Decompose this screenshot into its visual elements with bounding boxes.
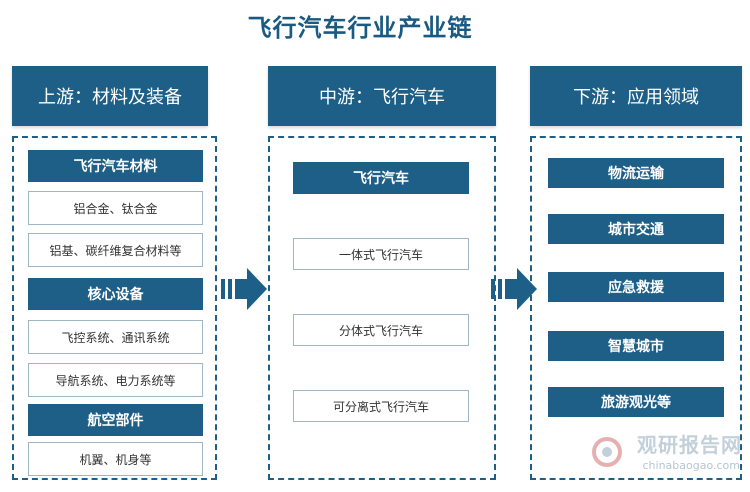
upstream-header: 上游：材料及装备 (12, 66, 208, 126)
category-materials: 飞行汽车材料 (28, 150, 203, 182)
watermark-url: chinabaogao.com (642, 459, 741, 472)
category-flying-car: 飞行汽车 (293, 162, 469, 194)
item-integrated-flying-car: 一体式飞行汽车 (293, 238, 469, 270)
downstream-panel (530, 136, 742, 480)
application-tourism: 旅游观光等 (548, 387, 724, 417)
flow-arrow-icon (491, 268, 537, 310)
application-emergency-rescue: 应急救援 (548, 272, 724, 302)
category-aviation-parts: 航空部件 (28, 404, 203, 436)
midstream-header: 中游：飞行汽车 (268, 66, 496, 126)
item-detachable-flying-car: 可分离式飞行汽车 (293, 390, 469, 422)
upstream-panel (12, 136, 217, 480)
diagram-title: 飞行汽车行业产业链 (247, 13, 473, 42)
item-alloys: 铝合金、钛合金 (28, 191, 203, 225)
item-wings-fuselage: 机翼、机身等 (28, 442, 203, 476)
item-navigation: 导航系统、电力系统等 (28, 363, 203, 397)
watermark-logo-icon (592, 437, 622, 467)
watermark-name: 观研报告网 (637, 433, 742, 457)
item-composites: 铝基、碳纤维复合材料等 (28, 233, 203, 267)
flow-arrow-icon (221, 268, 267, 310)
item-flight-control: 飞控系统、通讯系统 (28, 320, 203, 354)
application-logistics: 物流运输 (548, 158, 724, 188)
downstream-header: 下游：应用领域 (530, 66, 742, 126)
category-core-equipment: 核心设备 (28, 278, 203, 310)
application-smart-city: 智慧城市 (548, 331, 724, 361)
application-urban-transport: 城市交通 (548, 214, 724, 244)
midstream-panel (268, 136, 496, 480)
item-split-flying-car: 分体式飞行汽车 (293, 314, 469, 346)
